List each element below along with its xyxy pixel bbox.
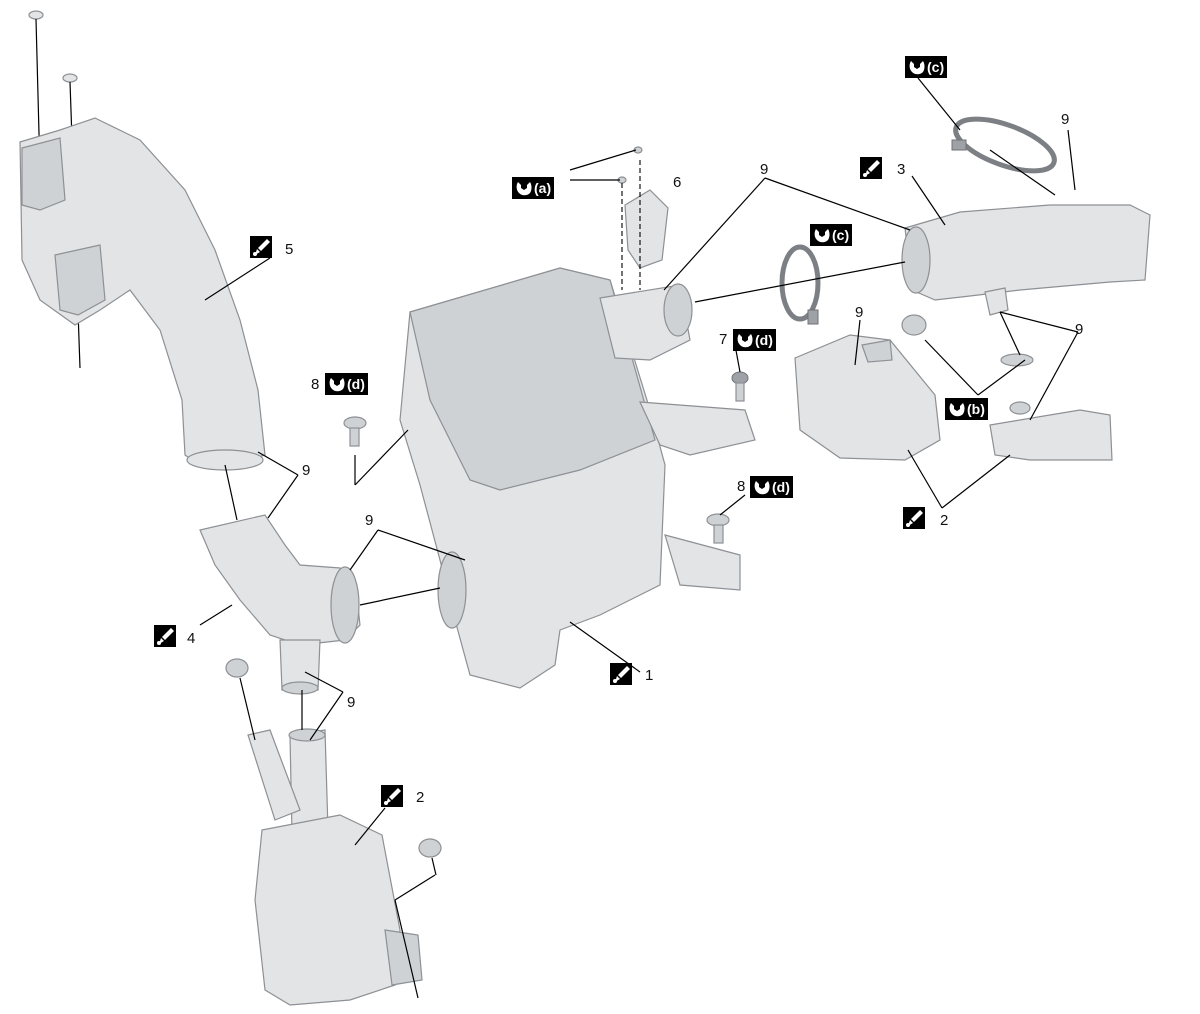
side-duct-part-2 [989, 401, 1113, 461]
air-cleaner-case-part-1 [399, 267, 756, 689]
callout-8-left: 8 [311, 376, 320, 393]
callout-5: 5 [285, 241, 294, 258]
callout-8-right: 8 [737, 478, 746, 495]
grease-apply-icon [154, 625, 176, 647]
grease-apply-icon [903, 507, 925, 529]
callout-9-duct: 9 [302, 462, 311, 479]
grommet-lower [225, 658, 442, 876]
sensor-part-6 [624, 160, 669, 290]
torque-badge-c-top: (c) [905, 56, 948, 78]
grease-apply-icon [860, 157, 882, 179]
callout-4: 4 [187, 630, 196, 647]
callout-7: 7 [719, 331, 728, 348]
bolt-part-8-left [343, 416, 367, 447]
torque-badge-a: (a) [512, 177, 555, 199]
torque-badge-b: (b) [945, 398, 988, 420]
torque-wrench-icon [328, 375, 346, 393]
torque-code: (d) [772, 479, 790, 495]
hose-clamp-top-right [951, 116, 1057, 174]
hose-clamp-middle [779, 244, 821, 325]
torque-code: (c) [927, 59, 945, 75]
torque-code: (d) [347, 376, 365, 392]
torque-wrench-icon [813, 226, 831, 244]
torque-wrench-icon [948, 400, 966, 418]
leader-lines [199, 77, 1079, 999]
air-inlet-duct-part-5 [19, 117, 266, 471]
torque-code: (c) [832, 227, 850, 243]
callout-9-top: 9 [760, 161, 769, 178]
torque-code: (d) [755, 332, 773, 348]
torque-badge-d-8-left: (d) [325, 373, 368, 395]
callout-2-upper: 2 [940, 512, 949, 529]
callout-9-side: 9 [1075, 321, 1084, 338]
elbow-hose-part-4 [199, 514, 361, 695]
torque-badge-d-7: (d) [733, 329, 776, 351]
torque-wrench-icon [908, 58, 926, 76]
torque-wrench-icon [736, 331, 754, 349]
grease-apply-icon [381, 785, 403, 807]
callout-9-resonator: 9 [855, 304, 864, 321]
callout-9-lower: 9 [347, 694, 356, 711]
torque-wrench-icon [515, 179, 533, 197]
callout-6: 6 [673, 174, 682, 191]
torque-code: (b) [967, 401, 985, 417]
intake-hose-part-3 [901, 204, 1151, 367]
lower-resonator-part-2 [247, 728, 423, 1006]
grease-apply-icon [610, 663, 632, 685]
bolt-part-7 [731, 371, 749, 402]
callout-1: 1 [645, 667, 654, 684]
grease-apply-icon [250, 236, 272, 258]
torque-code: (a) [534, 180, 552, 196]
bolt-part-8-right [706, 513, 730, 544]
torque-badge-d-8-right: (d) [750, 476, 793, 498]
callout-2-lower: 2 [416, 789, 425, 806]
torque-badge-c-middle: (c) [810, 224, 853, 246]
upper-resonator-part-2 [794, 334, 941, 461]
callout-9-case: 9 [365, 512, 374, 529]
callout-3: 3 [897, 161, 906, 178]
torque-wrench-icon [753, 478, 771, 496]
callout-9-top-right: 9 [1061, 111, 1070, 128]
